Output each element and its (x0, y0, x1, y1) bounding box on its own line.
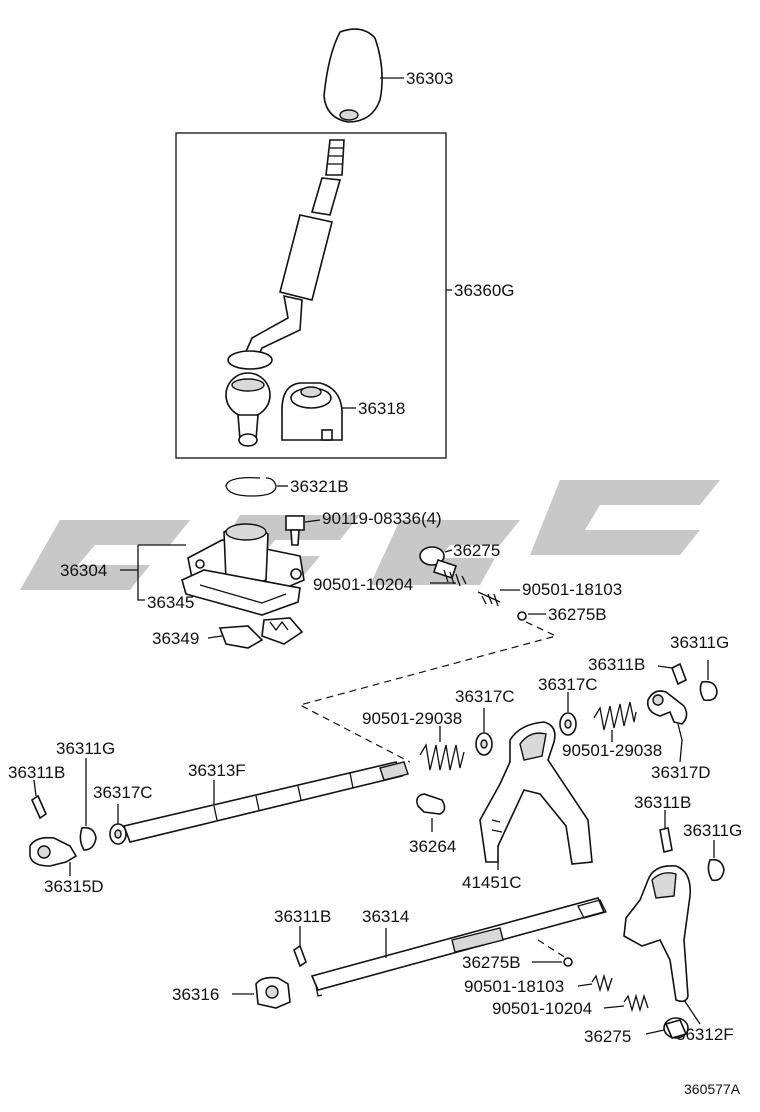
label-pin-right-b: 36311B (588, 655, 645, 674)
shift-fork-main (479, 721, 593, 870)
label-fork-main: 41451C (462, 873, 522, 892)
label-ball-small-top: 36275B (548, 605, 607, 624)
retainer-bolt (285, 515, 321, 546)
washer-c-right (559, 692, 577, 736)
label-ball-top: 36275 (453, 541, 500, 560)
shift-lever (225, 139, 345, 447)
label-washer-c-right: 36317C (538, 675, 598, 694)
label-pin-left-g: 36311G (56, 739, 115, 758)
shift-head-right (646, 690, 688, 763)
label-plug: 36264 (409, 837, 456, 856)
ball-low (563, 957, 573, 967)
label-knob: 36303 (406, 69, 453, 88)
label-spring-top-a: 90501-10204 (313, 575, 413, 594)
ball-bottom (645, 1017, 689, 1039)
pin-low-b (659, 810, 673, 853)
shift-head-left (29, 836, 78, 876)
label-shaft-low: 36314 (362, 907, 409, 926)
label-bolt: 90119-08336(4) (322, 509, 442, 528)
shift-lever-seat (207, 617, 304, 649)
washer-c-mid (475, 708, 493, 756)
label-pin-low-b: 36311B (634, 793, 691, 812)
label-pin-low-g: 36311G (683, 821, 742, 840)
shift-knob (323, 28, 404, 123)
label-fork-low: 36312F (676, 1025, 734, 1044)
pin-shaft-b (293, 926, 307, 968)
shift-head-low (232, 976, 291, 1009)
pin-right-top (699, 660, 718, 702)
washer-c-left (109, 804, 127, 845)
label-head-left: 36315D (44, 877, 104, 896)
label-spring-mid-left: 90501-29038 (362, 709, 462, 728)
figure-code: 360577A (684, 1081, 741, 1097)
label-snap-ring: 36321B (290, 477, 349, 496)
shift-fork-shaft-low (310, 897, 607, 997)
label-boot: 36318 (358, 399, 405, 418)
lever-assembly-box (175, 132, 447, 459)
label-pin-left-b: 36311B (8, 763, 65, 782)
shift-boot (281, 382, 356, 441)
pin-low-g (707, 840, 725, 882)
label-spring-low-a: 90501-18103 (464, 977, 564, 996)
spring-low-a (577, 973, 613, 993)
label-retainer: 36304 (60, 561, 107, 580)
label-pin-right-top: 36311G (670, 633, 729, 652)
spring-low-b (603, 993, 649, 1013)
label-washer-c-left: 36317C (93, 783, 153, 802)
ball-spring-top (419, 546, 527, 621)
pin-left-b (30, 779, 48, 820)
label-spring-top-b: 90501-18103 (522, 580, 622, 599)
shift-fork-shaft-f (122, 761, 409, 843)
reference-line-upper (298, 621, 558, 763)
pin-left-g (79, 758, 97, 851)
label-seat: 36349 (152, 629, 199, 648)
reference-line-lower (537, 939, 567, 959)
shift-lever-retainer (181, 523, 305, 616)
label-shaft-f: 36313F (188, 761, 246, 780)
label-washer-c-mid: 36317C (455, 687, 515, 706)
spring-mid-left (419, 726, 465, 771)
plug (416, 793, 446, 832)
spring-mid-right (593, 701, 637, 742)
snap-ring (225, 477, 288, 497)
label-ball-bottom: 36275 (584, 1027, 631, 1046)
label-ball-low: 36275B (462, 953, 521, 972)
label-head-right: 36317D (651, 763, 711, 782)
watermark-logo (20, 480, 720, 590)
shift-fork-low (623, 864, 701, 1025)
label-spring-mid-right: 90501-29038 (562, 741, 662, 760)
label-spring-low-b: 90501-10204 (492, 999, 592, 1018)
label-pin-shaft-b: 36311B (274, 907, 331, 926)
label-gasket: 36345 (147, 593, 194, 612)
label-lever-assy: 36360G (454, 281, 515, 300)
label-head-low: 36316 (172, 985, 219, 1004)
pin-right-b (657, 662, 688, 686)
